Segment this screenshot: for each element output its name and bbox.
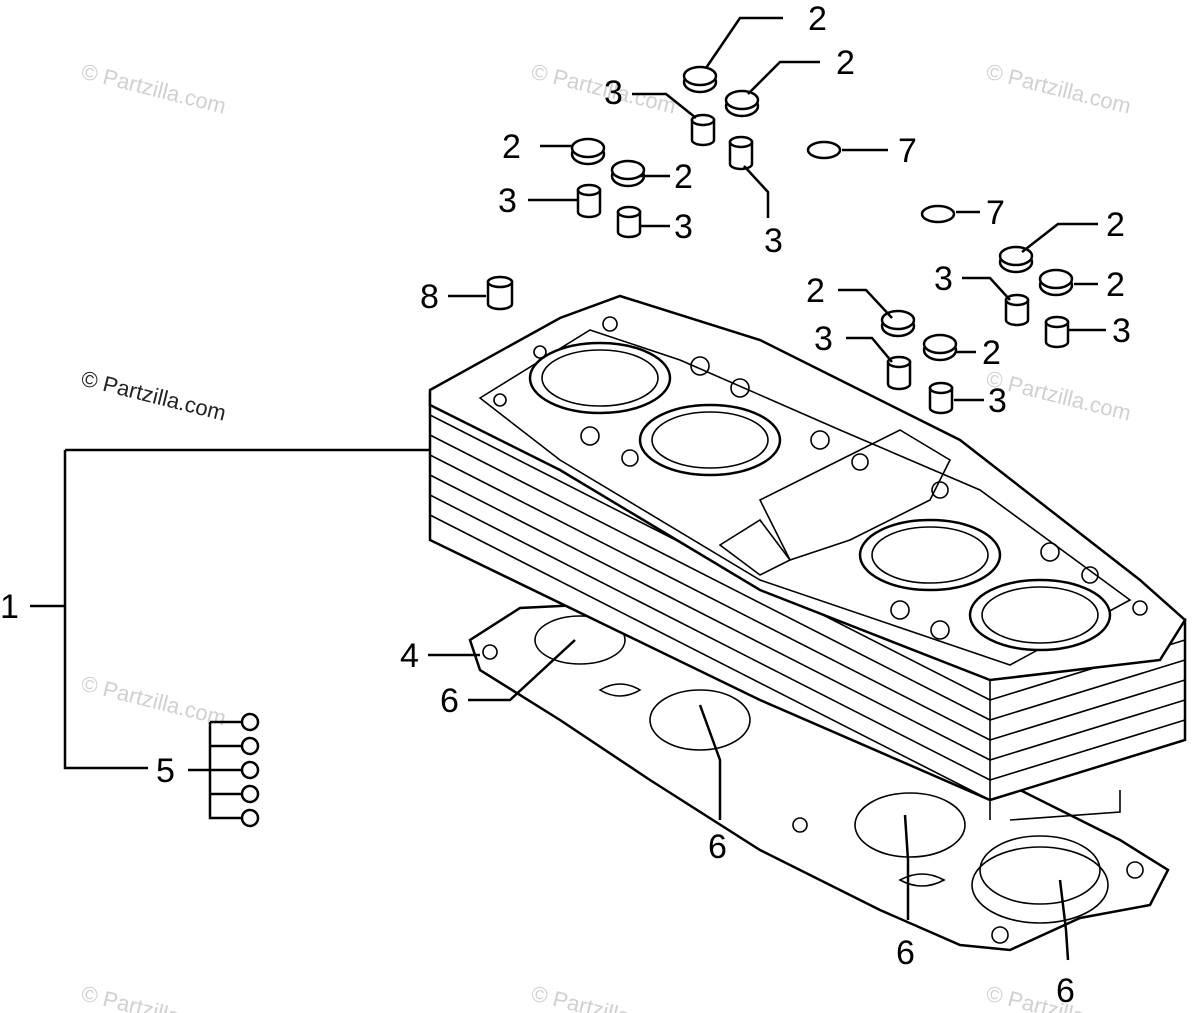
seal-2b [724,89,760,118]
callout-2: 2 [1106,206,1125,244]
seal-2a [682,65,718,94]
callout-3: 3 [604,74,623,112]
watermark: © Partzilla.com [79,981,229,1013]
dowel-3b [728,135,754,171]
callout-3: 3 [498,182,517,220]
watermark: © Partzilla.com [984,59,1134,119]
seal-2d [610,159,646,188]
callout-4: 4 [400,637,419,675]
leader-lines [30,16,1106,961]
callout-2: 2 [982,334,1001,372]
cylinder-block [428,294,1187,821]
callout-6: 6 [440,682,459,720]
callout-2: 2 [502,128,521,166]
dowel-3g [886,355,912,391]
seal-2g [880,309,916,338]
callout-3: 3 [934,260,953,298]
callout-2: 2 [1106,266,1125,304]
seal-2c [570,137,606,166]
callout-7: 7 [898,132,917,170]
pin-part-8 [486,275,514,311]
valve-stem-seal-parts [570,65,1074,362]
o-ring-parts [806,140,956,224]
dowel-3h [928,381,954,415]
seal-2e [998,245,1034,274]
watermark: © Partzilla.com [79,59,229,119]
callout-6: 6 [896,934,915,972]
dowel-pin-parts [576,113,1070,415]
callout-3: 3 [988,382,1007,420]
bolt-set-part-5 [188,712,260,828]
dowel-3a [690,113,716,147]
callout-8: 8 [420,278,439,316]
callout-3: 3 [1112,312,1131,350]
watermark: © Partzilla.com [529,981,679,1013]
callout-2: 2 [808,0,827,38]
watermark: © Partzilla.com [79,671,229,731]
callout-6: 6 [1056,972,1075,1010]
dowel-3e [1004,293,1030,327]
seal-2f [1038,268,1074,297]
callout-6: 6 [708,828,727,866]
callout-3: 3 [764,222,783,260]
dowel-3f [1044,315,1070,349]
dowel-3c [576,183,602,219]
callout-3: 3 [674,208,693,246]
callout-2: 2 [836,44,855,82]
o-ring-7a [806,140,842,160]
callout-7: 7 [986,194,1005,232]
seal-2h [922,333,958,362]
callout-2: 2 [806,272,825,310]
callout-2: 2 [674,158,693,196]
callout-3: 3 [814,320,833,358]
o-ring-7b [920,204,956,224]
callout-labels: 2 2 3 2 2 3 3 3 7 7 2 2 3 3 2 2 3 3 8 1 … [0,0,1131,1010]
callout-5: 5 [156,752,175,790]
watermark-dark: © Partzilla.com [79,366,229,426]
callout-1: 1 [0,588,19,626]
dowel-3d [616,205,642,239]
